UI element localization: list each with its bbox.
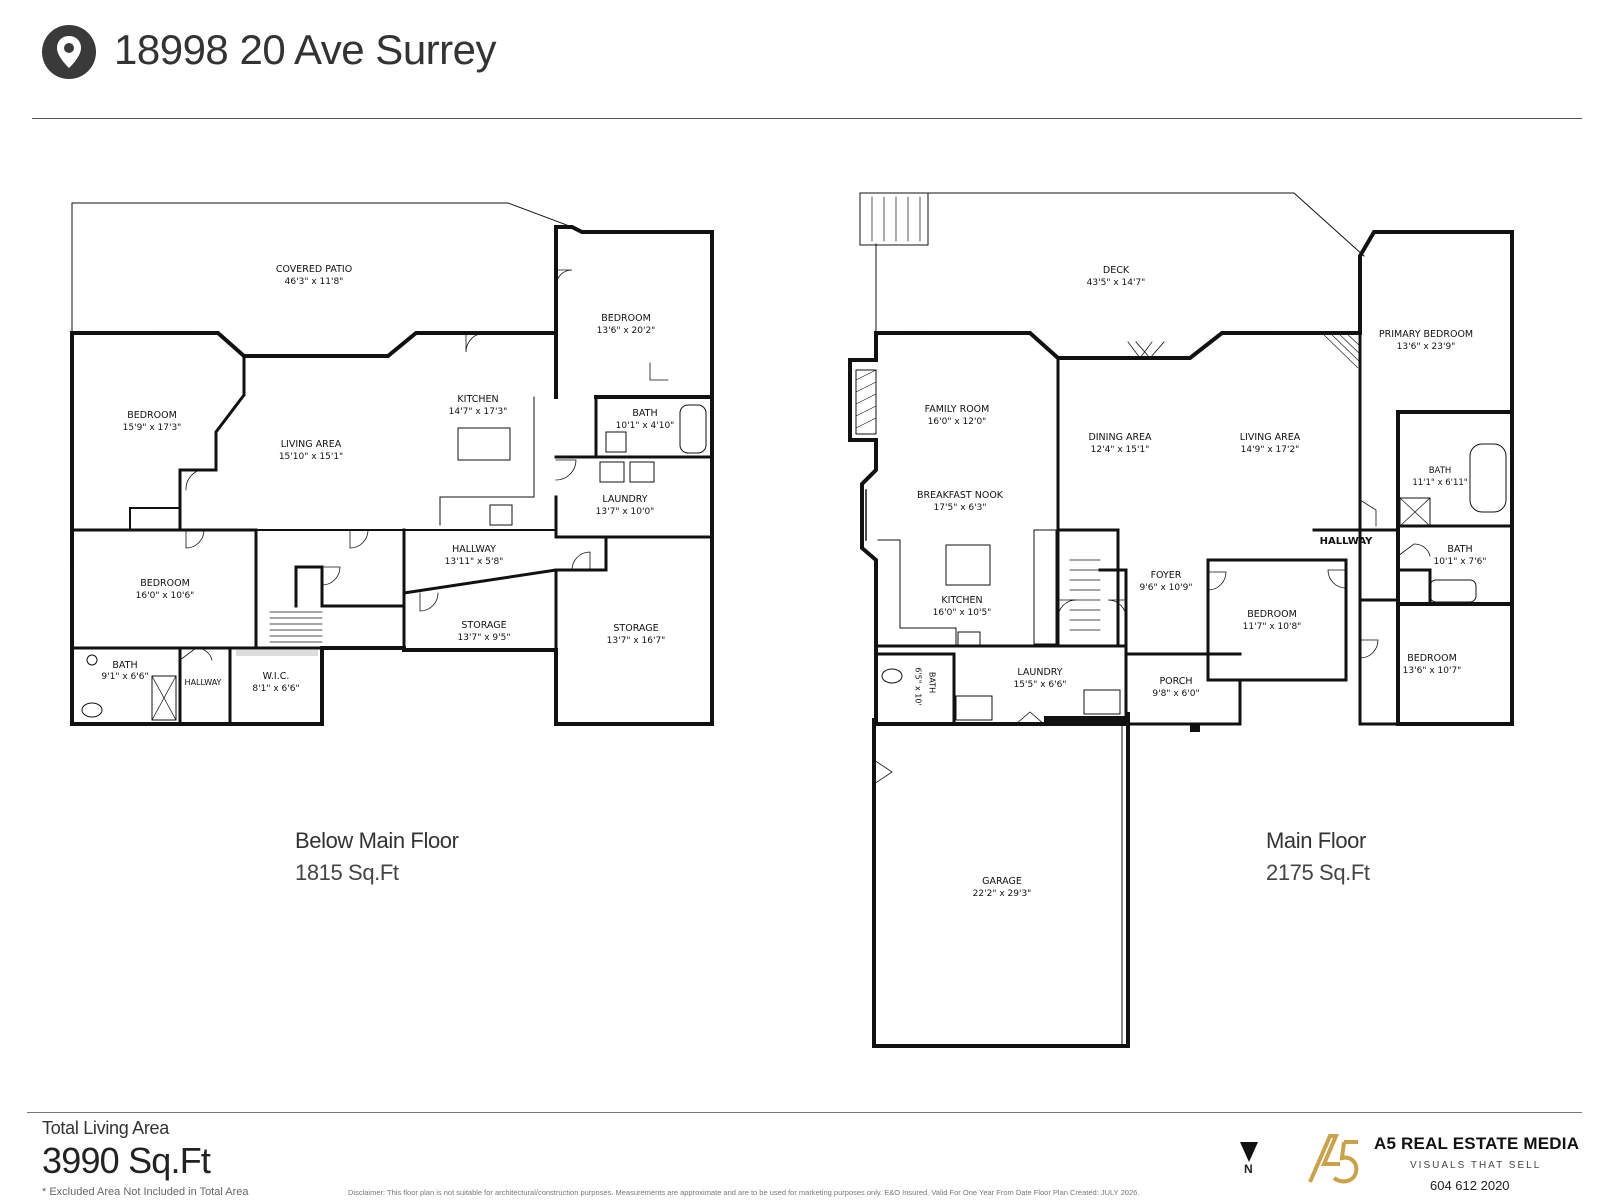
room-dimension: 12'4" x 15'1" — [1090, 445, 1150, 455]
room-label: BATH — [927, 671, 937, 694]
room-dimension: 13'11" x 5'8" — [444, 557, 504, 567]
brand-logo-icon — [1304, 1128, 1364, 1188]
brand-tagline: VISUALS THAT SELL — [1410, 1160, 1542, 1171]
room-label: PRIMARY BEDROOM — [1378, 329, 1474, 340]
room-label: BEDROOM — [1407, 653, 1457, 664]
room-label: HALLWAY — [452, 544, 496, 555]
room-label: FAMILY ROOM — [924, 404, 990, 415]
room-dimension: 15'5" x 6'6" — [1013, 680, 1067, 690]
room-dimension: 13'7" x 10'0" — [595, 507, 655, 517]
room-dimension: 8'1" x 6'6" — [252, 684, 300, 694]
room-label: COVERED PATIO — [275, 264, 353, 275]
brand-phone: 604 612 2020 — [1430, 1178, 1510, 1193]
room-dimension: 11'7" x 10'8" — [1242, 622, 1302, 632]
total-area-label: Total Living Area — [42, 1118, 169, 1138]
room-label: LAUNDRY — [1017, 667, 1063, 678]
main-floor-title: Main Floor — [1266, 828, 1366, 853]
room-label: PORCH — [1159, 676, 1193, 687]
room-label: HALLWAY — [184, 678, 222, 687]
room-dimension: 11'1" x 6'11" — [1412, 478, 1468, 488]
room-dimension: 14'7" x 17'3" — [448, 407, 508, 417]
brand-name: A5 REAL ESTATE MEDIA — [1374, 1134, 1580, 1153]
location-pin-icon — [42, 25, 96, 79]
property-address: 18998 20 Ave Surrey — [114, 26, 497, 73]
below-floor-title: Below Main Floor — [295, 828, 459, 853]
room-label: BATH — [632, 408, 658, 419]
north-label: N — [1244, 1162, 1253, 1176]
room-dimension: 16'0" x 10'6" — [135, 591, 195, 601]
room-label: GARAGE — [982, 876, 1022, 887]
main-floor-area: 2175 Sq.Ft — [1266, 860, 1370, 885]
room-dimension: 9'6" x 10'9" — [1139, 583, 1193, 593]
room-dimension: 9'8" x 6'0" — [1152, 689, 1200, 699]
excluded-area-note: * Excluded Area Not Included in Total Ar… — [42, 1186, 249, 1198]
room-label: W.I.C. — [262, 671, 290, 682]
room-label: LIVING AREA — [1239, 432, 1301, 443]
room-label: BEDROOM — [127, 410, 177, 421]
room-dimension: 14'9" x 17'2" — [1240, 445, 1300, 455]
room-label: HALLWAY — [1319, 536, 1373, 547]
room-label: BREAKFAST NOOK — [916, 490, 1004, 501]
footer-divider — [27, 1112, 1582, 1113]
room-dimension: 13'6" x 10'7" — [1402, 666, 1462, 676]
room-label: KITCHEN — [941, 595, 983, 606]
room-dimension: 22'2" x 29'3" — [972, 889, 1032, 899]
room-dimension: 16'0" x 12'0" — [927, 417, 987, 427]
room-label: DINING AREA — [1088, 432, 1152, 443]
room-label: BEDROOM — [601, 313, 651, 324]
room-dimension: 10'1" x 7'6" — [1433, 557, 1487, 567]
room-dimension: 13'7" x 9'5" — [457, 633, 511, 643]
room-label: BEDROOM — [140, 578, 190, 589]
room-label: LIVING AREA — [280, 439, 342, 450]
north-arrow-icon: N — [1236, 1140, 1262, 1180]
room-label: STORAGE — [461, 620, 507, 631]
room-label: BATH — [1428, 466, 1452, 476]
below-floor-area: 1815 Sq.Ft — [295, 860, 399, 885]
room-label: FOYER — [1150, 570, 1182, 581]
room-dimension: 13'6" x 23'9" — [1396, 342, 1456, 352]
room-label: LAUNDRY — [602, 494, 648, 505]
header-divider — [32, 118, 1582, 119]
room-label: BATH — [112, 660, 138, 671]
room-label: STORAGE — [613, 623, 659, 634]
room-dimension: 17'5" x 6'3" — [933, 503, 987, 513]
header: 18998 20 Ave Surrey — [0, 0, 1600, 120]
total-area-value: 3990 Sq.Ft — [42, 1140, 211, 1181]
room-dimension: 16'0" x 10'5" — [932, 608, 992, 618]
room-dimension: 13'6" x 20'2" — [596, 326, 656, 336]
room-dimension: 13'7" x 16'7" — [606, 636, 666, 646]
room-dimension: 43'5" x 14'7" — [1086, 278, 1146, 288]
room-dimension: 9'1" x 6'6" — [101, 672, 149, 682]
disclaimer: Disclaimer: This floor plan is not suita… — [348, 1188, 1140, 1197]
room-label: DECK — [1102, 265, 1130, 276]
room-label: KITCHEN — [457, 394, 499, 405]
below-main-floor-plan — [70, 202, 714, 726]
room-dimension: 15'10" x 15'1" — [278, 452, 344, 462]
room-dimension: 6'5" x 10' — [913, 667, 923, 706]
room-dimension: 46'3" x 11'8" — [284, 277, 344, 287]
main-floor-plan — [848, 192, 1514, 1048]
room-label: BEDROOM — [1247, 609, 1297, 620]
room-label: BATH — [1447, 544, 1473, 555]
room-dimension: 15'9" x 17'3" — [122, 423, 182, 433]
room-dimension: 10'1" x 4'10" — [615, 421, 675, 431]
